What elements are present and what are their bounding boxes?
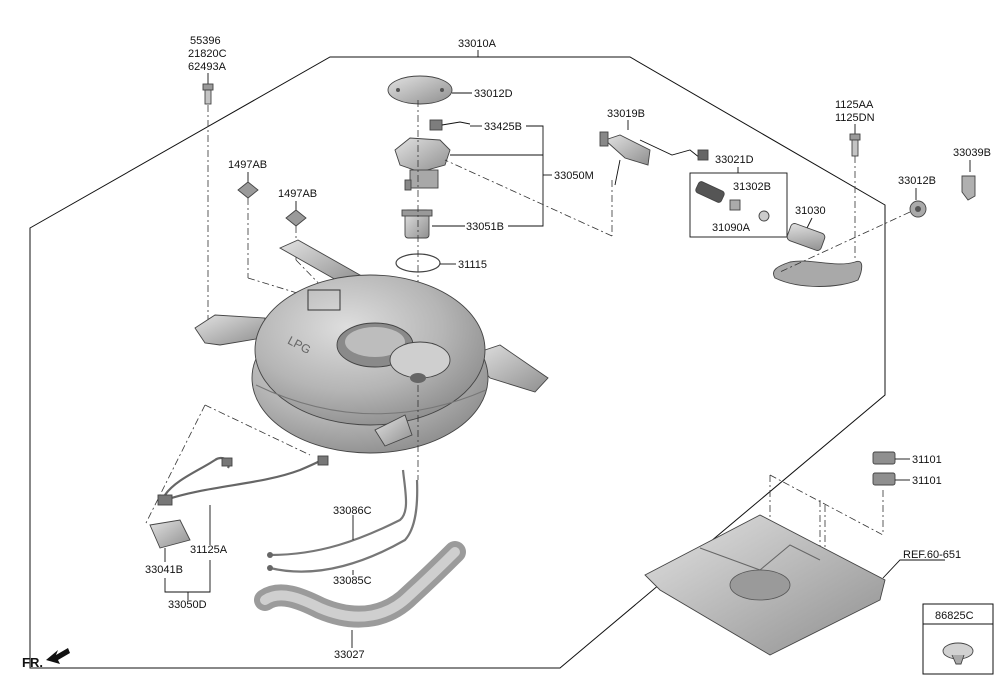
pipe-33086C-part (267, 469, 419, 573)
assembly-boundary (29, 56, 886, 669)
label-31125A[interactable]: 31125A (190, 544, 228, 556)
harness-31125A-part (157, 455, 329, 506)
label-31302B[interactable]: 31302B (733, 181, 771, 193)
label-33086C[interactable]: 33086C (333, 505, 372, 517)
label-21820C[interactable]: 21820C (188, 48, 227, 60)
label-33050D[interactable]: 33050D (168, 599, 207, 611)
label-31115[interactable]: 31115 (458, 259, 487, 271)
regulator-31030-part (773, 223, 863, 287)
label-62493A[interactable]: 62493A (188, 61, 227, 73)
label-1497AB-second[interactable]: 1497AB (278, 188, 317, 200)
cover-plate-part (387, 75, 453, 105)
label-33012D[interactable]: 33012D (474, 88, 513, 100)
label-REF-60-651[interactable]: REF.60-651 (903, 549, 961, 561)
label-33021D[interactable]: 33021D (715, 154, 754, 166)
connector-33425B-part (429, 119, 471, 131)
label-33010A[interactable]: 33010A (458, 38, 497, 50)
label-33050M[interactable]: 33050M (554, 170, 594, 182)
grommet-33012B-part (909, 200, 927, 218)
clip-33039B-part (961, 175, 976, 201)
label-33019B[interactable]: 33019B (607, 108, 645, 120)
filler-hose-33027-part (254, 541, 466, 628)
pad-1497AB-second (285, 209, 307, 227)
label-33425B[interactable]: 33425B (484, 121, 522, 133)
ecu-33041B-part (149, 519, 191, 549)
bolt-1125-icon (849, 133, 861, 157)
label-33012B[interactable]: 33012B (898, 175, 936, 187)
pad-1497AB-first (237, 181, 259, 199)
front-direction-label: FR. (22, 655, 43, 670)
front-arrow-icon (46, 648, 70, 664)
plug-86825C-icon (942, 642, 974, 665)
label-33027[interactable]: 33027 (334, 649, 365, 661)
label-31090A[interactable]: 31090A (712, 222, 751, 234)
label-33085C[interactable]: 33085C (333, 575, 372, 587)
label-86825C[interactable]: 86825C (935, 610, 974, 622)
label-31030[interactable]: 31030 (795, 205, 826, 217)
valve-assembly-33019B-part (599, 131, 709, 186)
label-33039B[interactable]: 33039B (953, 147, 991, 159)
pad-31101-first (872, 451, 896, 465)
label-31101-first[interactable]: 31101 (912, 454, 942, 466)
label-1497AB-first[interactable]: 1497AB (228, 159, 267, 171)
label-33051B[interactable]: 33051B (466, 221, 504, 233)
filter-33021D-part (695, 181, 770, 222)
part-86825C-box (922, 603, 994, 675)
filter-kit-box (689, 172, 788, 238)
floor-panel-part (644, 514, 886, 656)
label-31101-second[interactable]: 31101 (912, 475, 942, 487)
label-55396[interactable]: 55396 (190, 35, 221, 47)
pad-31101-second (872, 472, 896, 486)
label-1125DN[interactable]: 1125DN (835, 112, 875, 124)
label-1125AA[interactable]: 1125AA (835, 99, 874, 111)
bolt-icon (202, 83, 214, 105)
label-33041B[interactable]: 33041B (145, 564, 183, 576)
lpg-tank-part (194, 239, 549, 454)
pump-module-33051B-part (401, 209, 433, 239)
pump-flange-part (394, 137, 451, 191)
